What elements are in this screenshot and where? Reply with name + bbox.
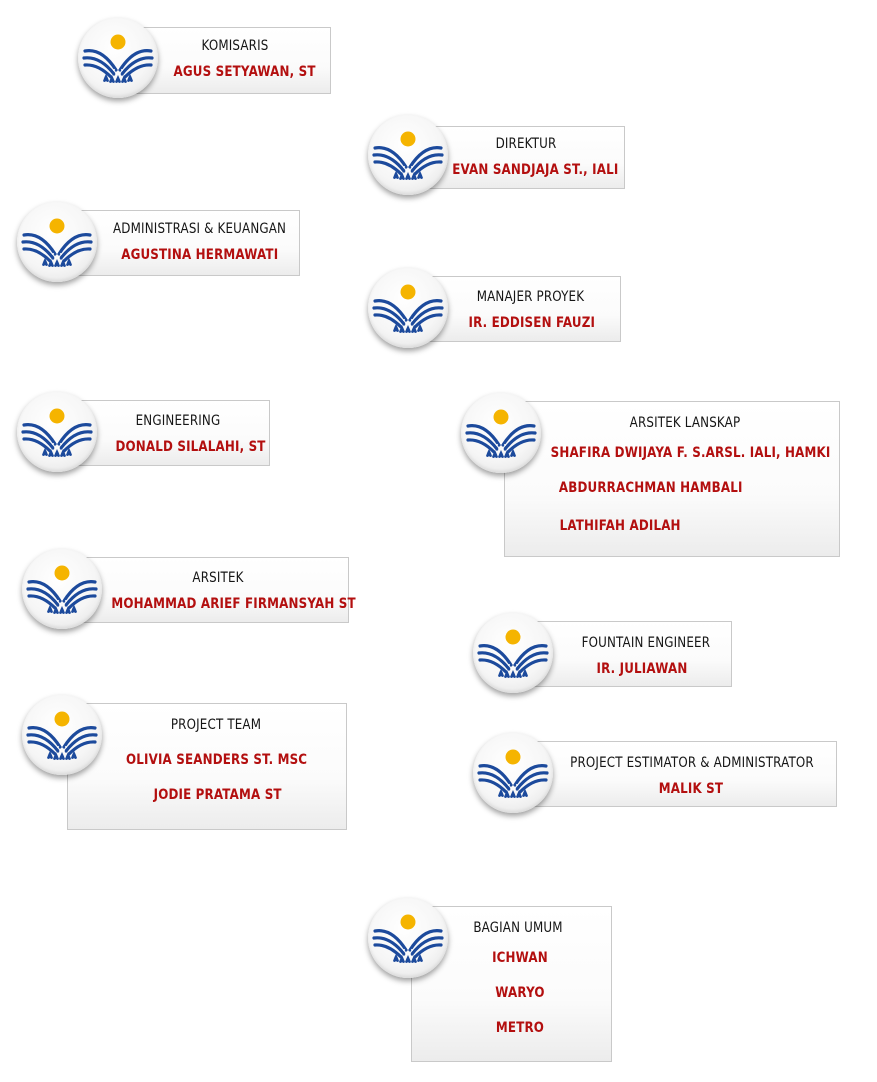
wing-sun-logo-icon <box>372 914 444 963</box>
person-name: ABDURRACHMAN HAMBALI <box>558 480 743 496</box>
role-title: PROJECT ESTIMATOR & ADMINISTRATOR <box>570 755 814 771</box>
position-card-arsitek <box>67 557 349 623</box>
person-name: LATHIFAH ADILAH <box>559 518 681 534</box>
wing-sun-logo-icon <box>477 749 549 798</box>
position-card-arsitek-lanskap <box>504 401 840 557</box>
company-logo <box>461 393 541 473</box>
role-title: ADMINISTRASI & KEUANGAN <box>113 221 287 237</box>
person-name: AGUS SETYAWAN, ST <box>173 64 316 80</box>
company-logo <box>22 549 102 629</box>
person-name: IR. JULIAWAN <box>596 661 688 677</box>
person-name: MALIK ST <box>658 781 724 797</box>
wing-sun-logo-icon <box>26 711 98 760</box>
role-title: PROJECT TEAM <box>170 717 262 733</box>
wing-sun-logo-icon <box>465 409 537 458</box>
company-logo <box>473 613 553 693</box>
role-title: ARSITEK <box>192 570 244 586</box>
company-logo <box>368 268 448 348</box>
person-name: EVAN SANDJAJA ST., IALI <box>452 162 619 178</box>
person-name: MOHAMMAD ARIEF FIRMANSYAH ST <box>111 596 356 612</box>
company-logo <box>473 733 553 813</box>
person-name: OLIVIA SEANDERS ST. MSC <box>126 752 308 768</box>
person-name: WARYO <box>495 985 545 1001</box>
company-logo <box>22 695 102 775</box>
role-title: ENGINEERING <box>135 413 221 429</box>
person-name: DONALD SILALAHI, ST <box>115 439 266 455</box>
person-name: METRO <box>495 1020 545 1036</box>
person-name: ICHWAN <box>492 950 548 966</box>
role-title: BAGIAN UMUM <box>473 920 563 936</box>
person-name: AGUSTINA HERMAWATI <box>121 247 279 263</box>
role-title: KOMISARIS <box>201 38 269 54</box>
role-title: ARSITEK LANSKAP <box>629 415 741 431</box>
company-logo <box>368 898 448 978</box>
position-card-project-estimator <box>516 741 837 807</box>
person-name: SHAFIRA DWIJAYA F. S.ARSL. IALI, HAMKI <box>550 445 831 461</box>
wing-sun-logo-icon <box>372 284 444 333</box>
position-card-fountain-engineer <box>516 621 732 687</box>
position-card-administrasi-keuangan <box>62 210 300 276</box>
company-logo <box>17 392 97 472</box>
company-logo <box>17 202 97 282</box>
wing-sun-logo-icon <box>21 218 93 267</box>
person-name: JODIE PRATAMA ST <box>153 787 282 803</box>
wing-sun-logo-icon <box>477 629 549 678</box>
wing-sun-logo-icon <box>21 408 93 457</box>
company-logo <box>78 18 158 98</box>
wing-sun-logo-icon <box>372 131 444 180</box>
company-logo <box>368 115 448 195</box>
wing-sun-logo-icon <box>82 34 154 83</box>
person-name: IR. EDDISEN FAUZI <box>468 315 596 331</box>
role-title: MANAJER PROYEK <box>476 289 585 305</box>
wing-sun-logo-icon <box>26 565 98 614</box>
role-title: FOUNTAIN ENGINEER <box>581 635 711 651</box>
role-title: DIREKTUR <box>495 136 557 152</box>
